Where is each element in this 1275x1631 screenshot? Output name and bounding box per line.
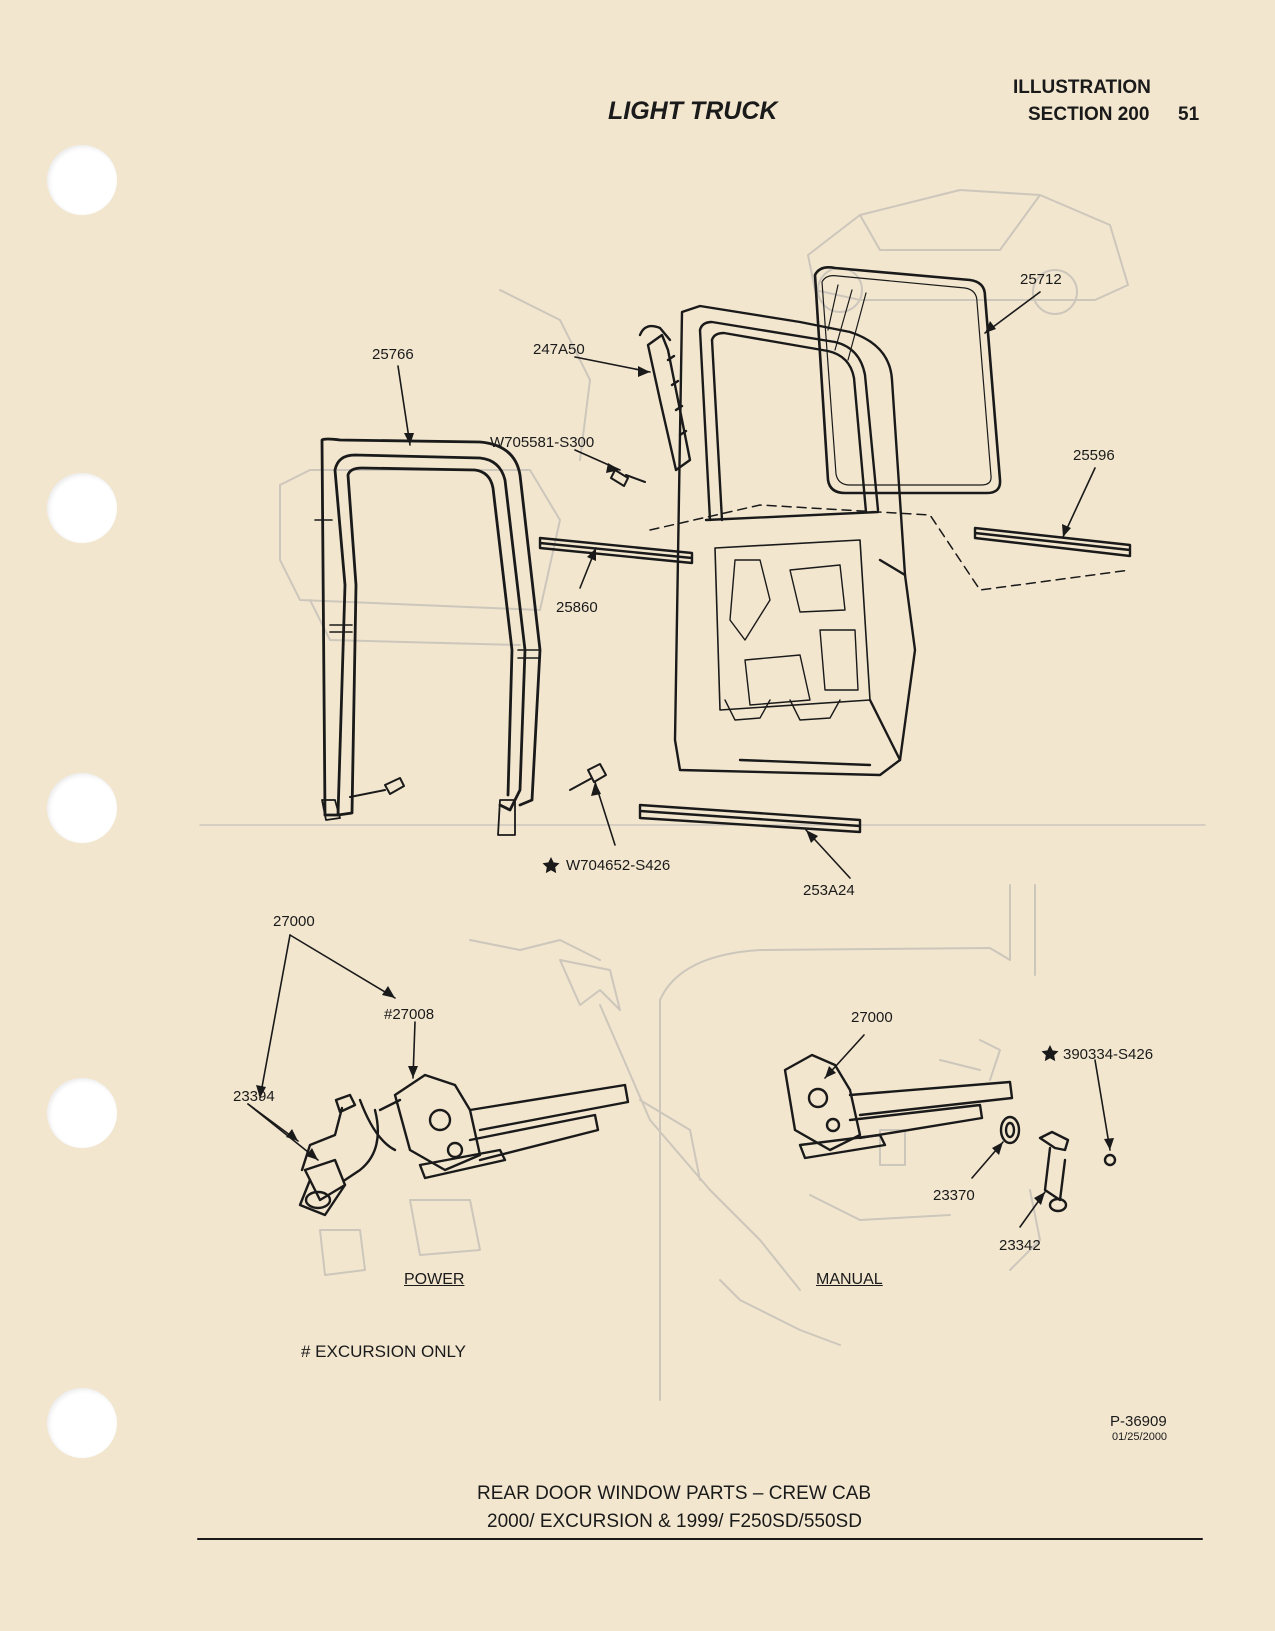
callout-screw-manual: 390334-S426: [1063, 1046, 1154, 1063]
caption-line-2: 2000/ EXCURSION & 1999/ F250SD/550SD: [487, 1511, 862, 1532]
bezel-part: [999, 1115, 1021, 1145]
callout-motor: 23394: [233, 1088, 275, 1105]
figure-id: P-36909: [1110, 1413, 1167, 1430]
section-label: ILLUSTRATION: [1013, 77, 1151, 98]
binder-hole: [47, 1078, 117, 1148]
label-manual: MANUAL: [816, 1271, 883, 1288]
door-frame-part: [673, 304, 917, 777]
binder-hole: [47, 145, 117, 215]
binder-hole: [47, 773, 117, 843]
glass-part: [813, 266, 1002, 495]
callout-division-bar: 247A50: [533, 341, 585, 358]
callout-regulator-excursion: #27008: [384, 1006, 435, 1023]
motor-part: [298, 1093, 379, 1217]
star-markers: [542, 857, 1059, 1062]
power-regulator-part: [358, 1073, 630, 1180]
window-handle-part: [1038, 1130, 1117, 1213]
callout-lower-seal: 253A24: [803, 882, 855, 899]
callout-outer-weatherstrip: 25860: [556, 599, 598, 616]
section-number: SECTION 200: [1028, 104, 1150, 125]
outer-weatherstrip-part: [538, 536, 694, 565]
callout-glass: 25712: [1020, 271, 1062, 288]
callout-bezel: 23370: [933, 1187, 975, 1204]
lower-seal-part: [638, 803, 862, 834]
figure-date: 01/25/2000: [1112, 1431, 1168, 1443]
screw-parts: [349, 469, 646, 798]
binder-hole: [47, 473, 117, 543]
callout-handle: 23342: [999, 1237, 1041, 1254]
label-power: POWER: [404, 1271, 465, 1288]
routing-lines: [649, 504, 1131, 591]
callout-screw-lower: W704652-S426: [566, 857, 671, 874]
callout-inner-weatherstrip: 25596: [1073, 447, 1115, 464]
manual-regulator-part: [783, 1053, 1014, 1160]
callout-screw-upper: W705581-S300: [490, 434, 595, 451]
callout-regulator-power: 27000: [273, 913, 315, 930]
binder-hole: [47, 1388, 117, 1458]
caption-line-1: REAR DOOR WINDOW PARTS – CREW CAB: [477, 1483, 872, 1504]
callout-run-channel: 25766: [372, 346, 414, 363]
run-channel-part: [314, 437, 542, 836]
division-bar-part: [638, 324, 692, 472]
ghosted-background-artwork: [199, 189, 1206, 1401]
excursion-note: # EXCURSION ONLY: [301, 1342, 467, 1361]
arrowheads: [256, 321, 1114, 1205]
inner-weatherstrip-part: [973, 526, 1132, 558]
callout-regulator-manual: 27000: [851, 1009, 893, 1026]
page-title: LIGHT TRUCK: [608, 97, 778, 125]
page-number: 51: [1178, 104, 1200, 125]
